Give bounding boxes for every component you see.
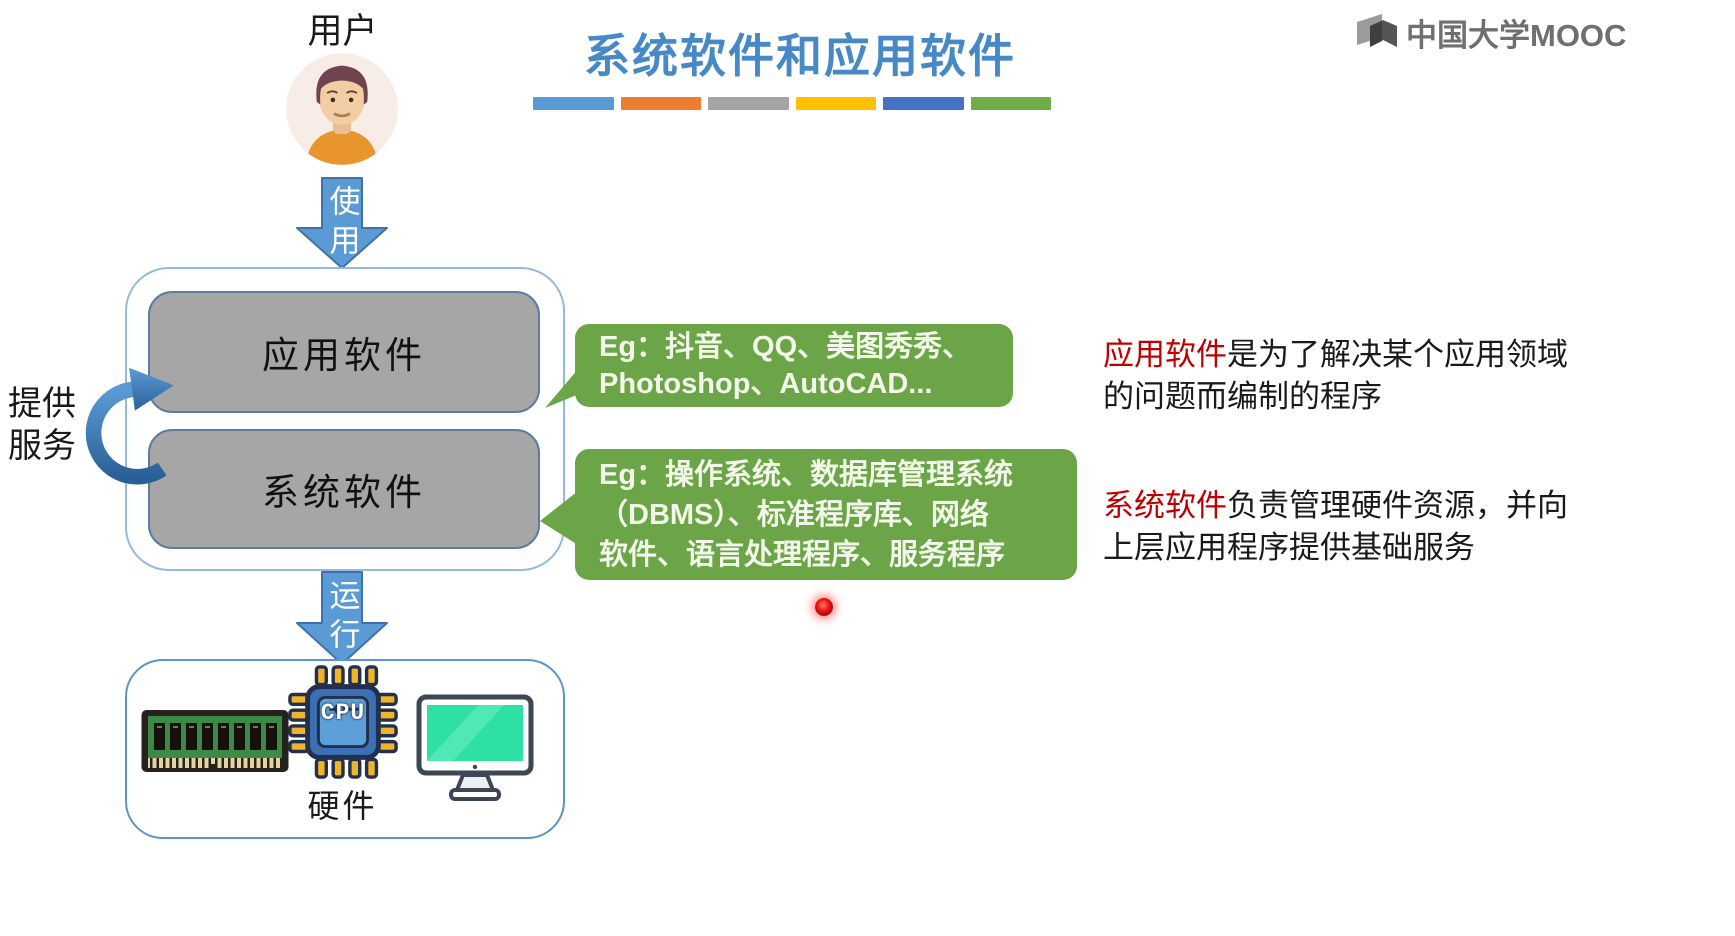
divider-bar bbox=[970, 97, 1051, 110]
ram-icon bbox=[141, 710, 289, 772]
application-term: 应用软件 bbox=[1103, 337, 1227, 372]
callout-tail-icon bbox=[545, 368, 579, 408]
title-divider-bars bbox=[533, 97, 1051, 110]
application-example-line: Eg：抖音、QQ、美图秀秀、 bbox=[599, 330, 972, 363]
system-software-label: 系统软件 bbox=[262, 473, 426, 514]
application-examples-callout: Eg：抖音、QQ、美图秀秀、 Photoshop、AutoCAD... bbox=[545, 324, 1013, 408]
cpu-label: CPU bbox=[320, 700, 366, 726]
callout-tail-icon bbox=[540, 491, 578, 545]
user-label: 用户 bbox=[307, 12, 378, 51]
application-software-box: 应用软件 bbox=[148, 291, 540, 413]
hardware-label: 硬件 bbox=[307, 788, 378, 824]
laser-pointer-dot bbox=[815, 598, 833, 616]
provide-service-label: 提供服务 bbox=[8, 386, 76, 465]
system-example-line: Eg：操作系统、数据库管理系统 bbox=[599, 458, 1014, 491]
divider-bar bbox=[795, 97, 876, 110]
use-arrow-label: 使用 bbox=[324, 185, 360, 263]
system-software-box: 系统软件 bbox=[148, 429, 540, 549]
down-arrow-icon bbox=[296, 177, 388, 269]
mooc-logo-text: 中国大学MOOC bbox=[1406, 18, 1627, 53]
page-title: 系统软件和应用软件 bbox=[584, 31, 1016, 82]
mooc-logo: 中国大学MOOC bbox=[1356, 10, 1626, 55]
system-description: 负责管理硬件资源，并向上层应用程序提供基础服务 bbox=[1103, 488, 1568, 565]
use-arrow: 使用 bbox=[295, 177, 389, 269]
system-term: 系统软件 bbox=[1103, 488, 1227, 523]
application-example-line: Photoshop、AutoCAD... bbox=[599, 367, 933, 400]
cpu-icon bbox=[288, 665, 398, 779]
user-avatar bbox=[285, 52, 399, 166]
application-description: 是为了解决某个应用领域的问题而编制的程序 bbox=[1103, 337, 1568, 414]
system-example-line: （DBMS）、标准程序库、网络 bbox=[599, 498, 989, 531]
down-arrow-icon bbox=[296, 571, 388, 665]
divider-bar bbox=[533, 97, 614, 110]
system-examples-callout: Eg：操作系统、数据库管理系统 （DBMS）、标准程序库、网络 软件、语言处理程… bbox=[540, 449, 1077, 580]
system-software-note: 系统软件负责管理硬件资源，并向上层应用程序提供基础服务 bbox=[1103, 485, 1571, 569]
mooc-logo-icon bbox=[1357, 13, 1397, 47]
divider-bar bbox=[708, 97, 789, 110]
system-example-line: 软件、语言处理程序、服务程序 bbox=[599, 538, 1006, 571]
monitor-icon bbox=[416, 694, 534, 801]
run-arrow-label: 运行 bbox=[324, 579, 360, 657]
run-arrow: 运行 bbox=[295, 571, 389, 665]
application-software-note: 应用软件是为了解决某个应用领域的问题而编制的程序 bbox=[1103, 334, 1571, 418]
divider-bar bbox=[620, 97, 701, 110]
divider-bar bbox=[883, 97, 964, 110]
provide-service-cycle-arrow-icon bbox=[78, 360, 186, 506]
application-software-label: 应用软件 bbox=[262, 336, 426, 377]
